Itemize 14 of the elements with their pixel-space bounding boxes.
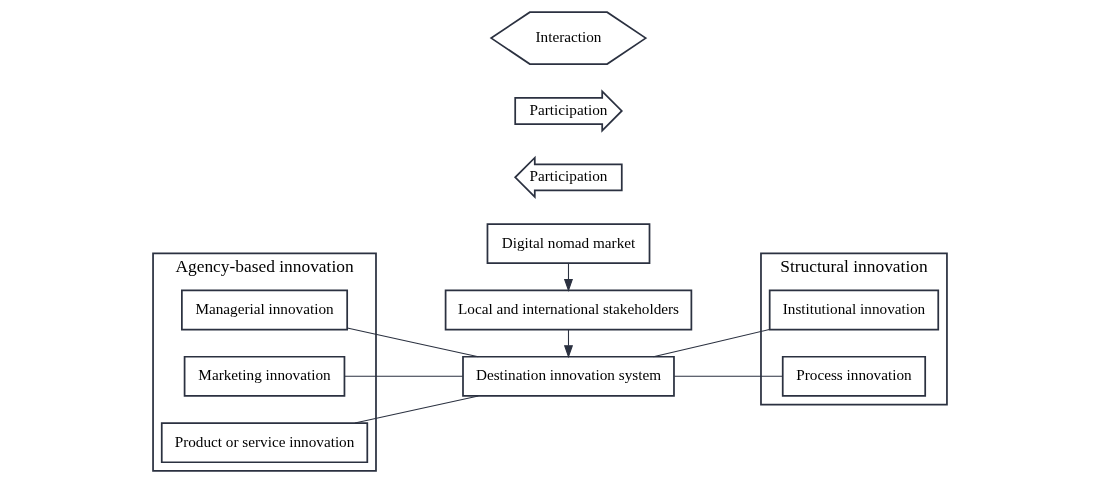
connector <box>652 329 770 358</box>
node-box: Digital nomad market <box>486 223 650 265</box>
connector <box>346 327 479 358</box>
connector <box>673 375 783 377</box>
node-box: Destination innovation system <box>461 355 675 397</box>
node-box: Managerial innovation <box>180 289 348 331</box>
node-box: Product or service innovation <box>160 422 368 464</box>
node-box: Local and international stakeholders <box>444 289 692 331</box>
connector <box>343 375 463 377</box>
node-box: Institutional innovation <box>768 289 939 331</box>
arrow <box>563 262 573 292</box>
node-box: Marketing innovation <box>183 355 345 397</box>
connector <box>353 395 479 424</box>
node-box: Process innovation <box>781 355 926 397</box>
